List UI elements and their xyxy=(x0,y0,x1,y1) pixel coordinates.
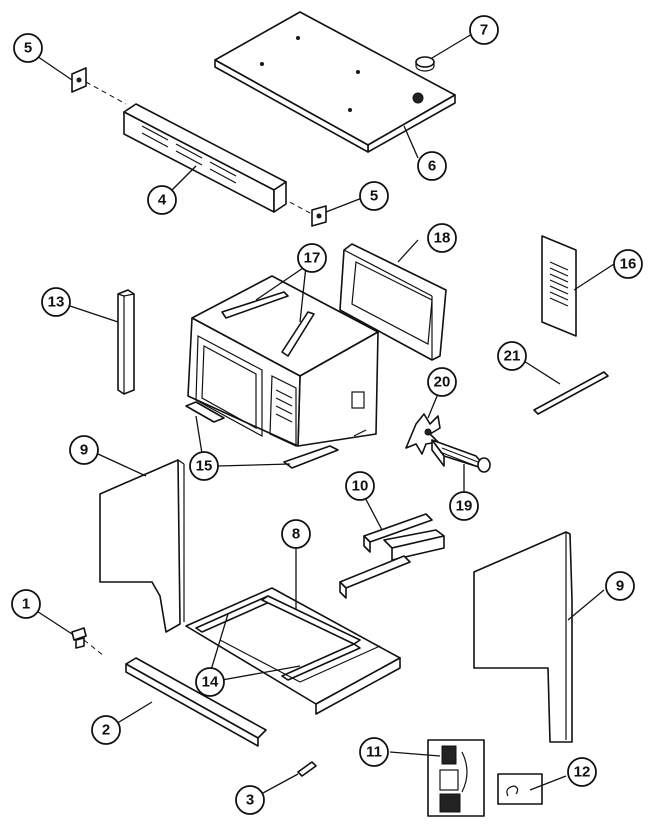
right-side-panel xyxy=(473,531,573,743)
clip-upper xyxy=(71,67,87,93)
svg-text:9: 9 xyxy=(616,578,624,595)
top-panel xyxy=(214,11,456,153)
fan xyxy=(405,413,441,455)
svg-text:15: 15 xyxy=(196,458,213,475)
svg-text:17: 17 xyxy=(304,250,321,267)
callout-16: 16 xyxy=(613,249,643,279)
callout-20: 20 xyxy=(427,367,457,397)
svg-text:21: 21 xyxy=(504,348,521,365)
svg-text:14: 14 xyxy=(202,674,219,691)
wiring-harness xyxy=(427,739,485,817)
hole-plug xyxy=(415,56,435,72)
callout-7: 7 xyxy=(469,15,499,45)
svg-text:6: 6 xyxy=(428,158,436,175)
callout-3: 3 xyxy=(235,785,265,815)
microwave-oven xyxy=(185,275,379,469)
connector xyxy=(497,773,543,805)
svg-text:16: 16 xyxy=(620,256,637,273)
callout-1: 1 xyxy=(11,589,41,619)
svg-text:12: 12 xyxy=(574,764,591,781)
bottom-trim xyxy=(125,657,267,747)
callout-18: 18 xyxy=(427,223,457,253)
left-side-panel xyxy=(99,459,185,633)
pin xyxy=(297,761,317,777)
svg-text:5: 5 xyxy=(370,188,378,205)
callout-15: 15 xyxy=(189,451,219,481)
callout-21: 21 xyxy=(497,341,527,371)
callout-10: 10 xyxy=(345,471,375,501)
svg-text:5: 5 xyxy=(24,40,32,57)
callout-2: 2 xyxy=(91,715,121,745)
svg-text:18: 18 xyxy=(434,230,451,247)
door-frame xyxy=(339,243,447,361)
callout-11: 11 xyxy=(359,737,389,767)
callout-5-lower: 5 xyxy=(359,181,389,211)
svg-text:7: 7 xyxy=(480,22,488,39)
callout-5-upper: 5 xyxy=(13,33,43,63)
vertical-support xyxy=(117,289,135,395)
svg-text:20: 20 xyxy=(434,374,451,391)
callout-4: 4 xyxy=(147,185,177,215)
callout-9-right: 9 xyxy=(605,571,635,601)
screw xyxy=(71,627,87,649)
callout-13: 13 xyxy=(41,287,71,317)
callout-12: 12 xyxy=(567,757,597,787)
base-plate xyxy=(185,587,401,715)
svg-text:3: 3 xyxy=(246,792,254,809)
front-trim-bracket xyxy=(123,103,287,213)
svg-text:9: 9 xyxy=(80,442,88,459)
bracket-assembly xyxy=(339,513,445,599)
heater-element xyxy=(431,439,491,473)
svg-text:19: 19 xyxy=(456,498,473,515)
callout-14: 14 xyxy=(195,667,225,697)
callout-6: 6 xyxy=(417,151,447,181)
callout-19: 19 xyxy=(449,491,479,521)
svg-text:1: 1 xyxy=(22,596,30,613)
callout-17: 17 xyxy=(297,243,327,273)
svg-text:8: 8 xyxy=(292,526,300,543)
svg-text:10: 10 xyxy=(352,478,369,495)
svg-text:13: 13 xyxy=(48,294,65,311)
callout-labels: 1 2 3 4 5 5 6 7 8 9 9 10 11 12 13 14 15 … xyxy=(11,15,643,815)
svg-text:11: 11 xyxy=(366,744,382,761)
svg-text:4: 4 xyxy=(158,192,167,209)
rod xyxy=(533,371,609,415)
rear-vent-panel xyxy=(541,235,577,337)
callout-8: 8 xyxy=(281,519,311,549)
clip-lower xyxy=(311,205,327,227)
callout-9-left: 9 xyxy=(69,435,99,465)
svg-text:2: 2 xyxy=(102,722,110,739)
